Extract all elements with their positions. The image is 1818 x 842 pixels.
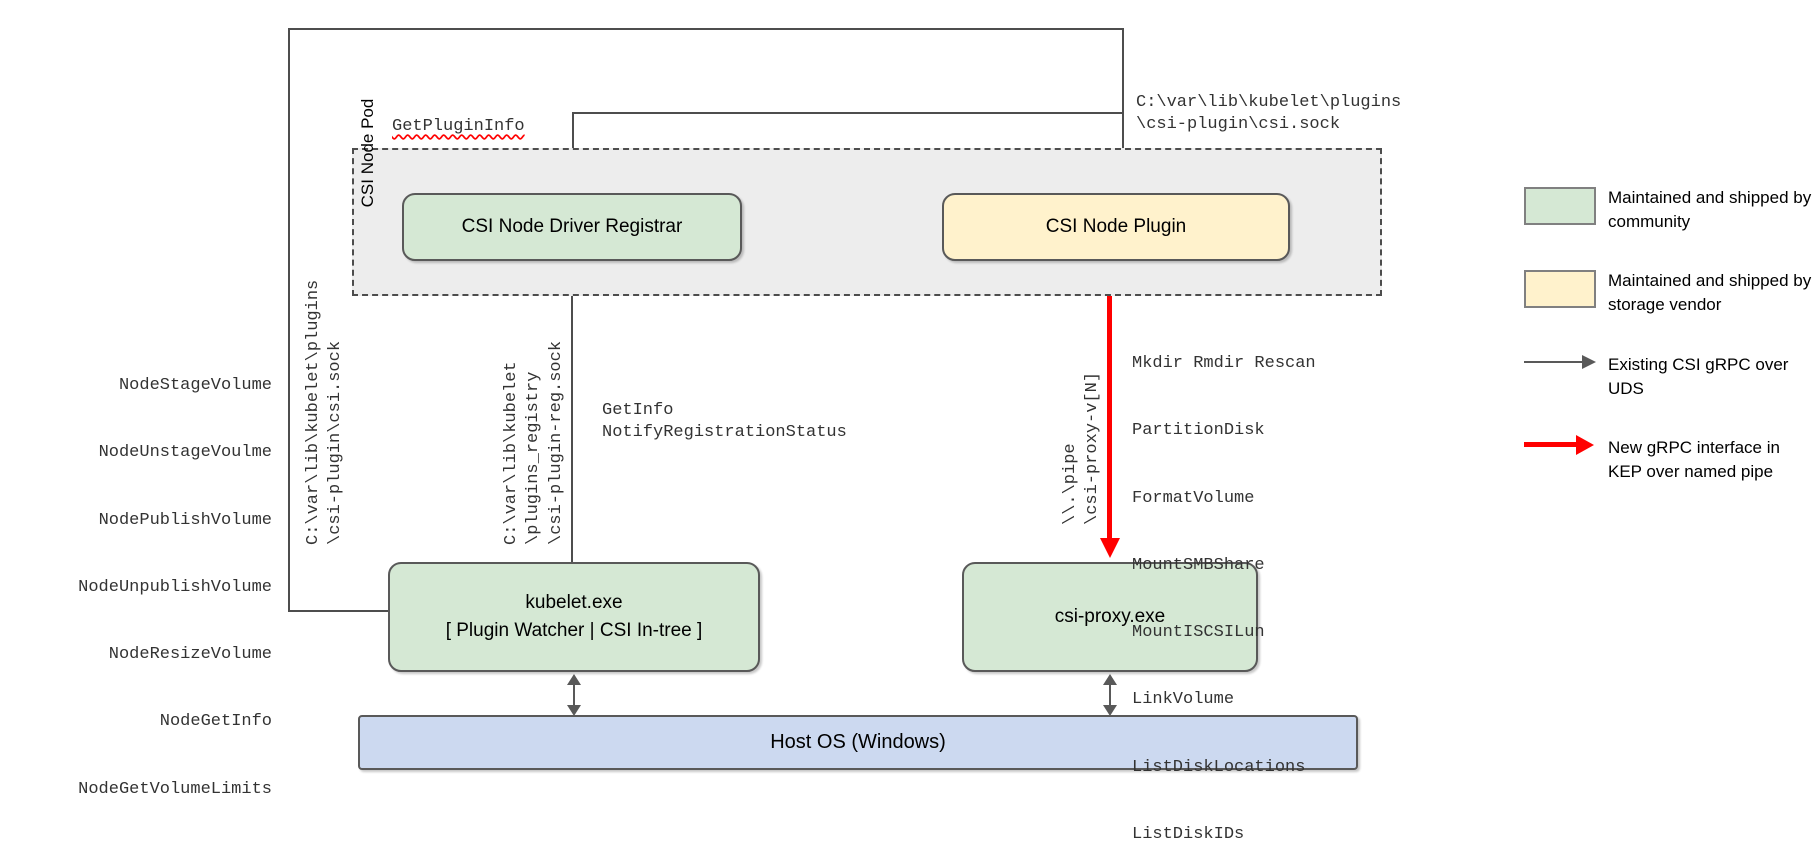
node-box-host-os[interactable]: Host OS (Windows) bbox=[358, 715, 1358, 770]
legend-label-new-grpc: New gRPC interface in KEP over named pip… bbox=[1608, 437, 1780, 481]
rpc-item: Mkdir Rmdir Rescan bbox=[1132, 353, 1316, 373]
rpc-item: MountSMBShare bbox=[1132, 555, 1265, 575]
label-kubelet-registry-sock-path: C:\var\lib\kubelet \plugins_registry \cs… bbox=[502, 340, 566, 545]
legend-item-community: Maintained and shipped by community bbox=[1524, 185, 1814, 234]
legend-label-existing-csi-grpc: Existing CSI gRPC over UDS bbox=[1608, 354, 1789, 398]
swatch-green-icon bbox=[1524, 187, 1596, 225]
rpc-item: NodeGetVolumeLimits bbox=[78, 779, 272, 799]
legend-item-existing-csi-grpc: Existing CSI gRPC over UDS bbox=[1524, 352, 1814, 401]
rpc-item: NodeGetInfo bbox=[159, 712, 272, 732]
rpc-item: NodePublishVolume bbox=[98, 510, 272, 530]
connector-kubelet-hostos bbox=[567, 674, 581, 716]
rpc-item: LinkVolume bbox=[1132, 690, 1235, 710]
kubelet-exe-label: kubelet.exe bbox=[525, 592, 623, 614]
csi-node-pod-label: CSI Node Pod bbox=[358, 98, 377, 208]
legend-key-community bbox=[1524, 185, 1608, 225]
rpc-item: NodeUnstageVoulme bbox=[98, 443, 272, 463]
arrowhead-into-csiproxy bbox=[1100, 538, 1120, 558]
rpc-item: ListDiskIDs bbox=[1132, 825, 1245, 842]
csi-node-rpc-list: NodeStageVolume NodeUnstageVoulme NodePu… bbox=[0, 330, 272, 842]
legend-label-storage-vendor: Maintained and shipped by storage vendor bbox=[1608, 271, 1812, 315]
label-kubelet-csi-sock-path: C:\var\lib\kubelet\plugins \csi-plugin\c… bbox=[304, 279, 346, 545]
connector-kubelet-csi-right-vertical bbox=[1122, 28, 1124, 193]
arrow-gray-icon bbox=[1524, 354, 1600, 370]
legend-item-new-grpc: New gRPC interface in KEP over named pip… bbox=[1524, 434, 1814, 484]
legend: Maintained and shipped by community Main… bbox=[1524, 185, 1814, 518]
rpc-item: PartitionDisk bbox=[1132, 421, 1265, 441]
connector-kubelet-csi-top-horizontal bbox=[288, 28, 1124, 30]
kubelet-exe-sublabel: [ Plugin Watcher | CSI In-tree ] bbox=[445, 620, 703, 641]
label-get-plugin-info: GetPluginInfo bbox=[392, 117, 525, 136]
csi-proxy-exe-label: csi-proxy.exe bbox=[1054, 606, 1166, 628]
connector-kubelet-csi-bottom-horizontal bbox=[288, 610, 388, 612]
rpc-item: NodeUnpublishVolume bbox=[78, 577, 272, 597]
csi-node-plugin-label: CSI Node Plugin bbox=[1045, 216, 1187, 238]
rpc-item: ListDiskLocations bbox=[1132, 757, 1306, 777]
node-box-csi-node-driver-registrar[interactable]: CSI Node Driver Registrar bbox=[402, 193, 742, 261]
node-box-csi-proxy-exe[interactable]: csi-proxy.exe bbox=[962, 562, 1258, 672]
label-registrar-rpcs: GetInfo NotifyRegistrationStatus bbox=[602, 401, 847, 443]
legend-key-existing-csi-grpc bbox=[1524, 352, 1608, 370]
csi-node-driver-registrar-label: CSI Node Driver Registrar bbox=[461, 216, 683, 238]
rpc-item: MountISCSILun bbox=[1132, 623, 1265, 643]
rpc-item: NodeStageVolume bbox=[118, 375, 272, 395]
connector-getplugininfo-horizontal bbox=[572, 112, 1124, 114]
label-named-pipe-path: \\.\pipe \csi-proxy-v[N] bbox=[1061, 371, 1103, 525]
arrow-red-icon bbox=[1524, 434, 1600, 455]
swatch-yellow-icon bbox=[1524, 270, 1596, 309]
node-box-kubelet-exe[interactable]: kubelet.exe [ Plugin Watcher | CSI In-tr… bbox=[388, 562, 760, 672]
csi-proxy-rpc-list: Mkdir Rmdir Rescan PartitionDisk FormatV… bbox=[1132, 308, 1316, 842]
label-plugin-socket-path: C:\var\lib\kubelet\plugins \csi-plugin\c… bbox=[1136, 93, 1402, 135]
connector-csiproxy-hostos bbox=[1103, 674, 1117, 716]
rpc-item: FormatVolume bbox=[1132, 488, 1255, 508]
rpc-item: NodeResizeVolume bbox=[108, 645, 272, 665]
legend-label-community: Maintained and shipped by community bbox=[1608, 188, 1812, 232]
connector-plugin-to-csiproxy-red bbox=[1107, 258, 1112, 540]
legend-item-storage-vendor: Maintained and shipped by storage vendor bbox=[1524, 268, 1814, 317]
legend-key-new-grpc bbox=[1524, 434, 1608, 455]
legend-key-storage-vendor bbox=[1524, 268, 1608, 309]
connector-kubelet-to-registrar bbox=[571, 268, 573, 564]
host-os-label: Host OS (Windows) bbox=[770, 731, 946, 753]
connector-kubelet-csi-left-vertical bbox=[288, 28, 290, 612]
node-box-csi-node-plugin[interactable]: CSI Node Plugin bbox=[942, 193, 1290, 261]
